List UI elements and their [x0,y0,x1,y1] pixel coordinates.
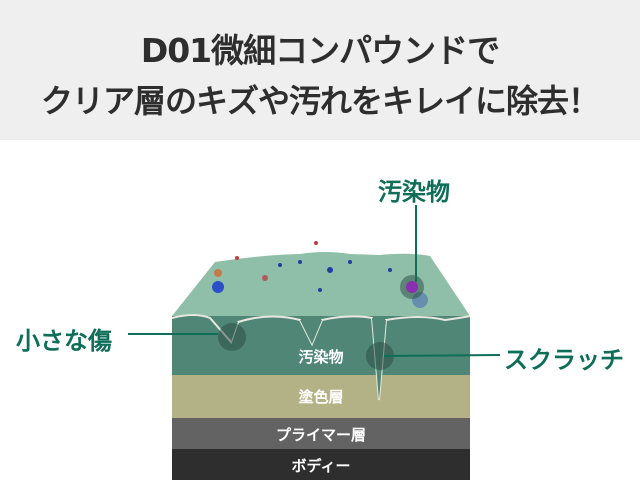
scratch-leader [383,354,501,357]
callout-small-scratch: 小さな傷 [16,327,112,355]
surface-edge [171,314,471,401]
body-layer [172,449,470,480]
primer-layer [172,418,470,449]
callout-scratch: スクラッチ [504,346,624,374]
layer-label-body: ボディー [291,457,351,475]
callout-contaminant: 汚染物 [378,178,450,206]
headline-line-2: クリア層のキズや汚れをキレイに除去！ [40,82,600,120]
scratch-highlight [366,342,394,370]
headline-line-1: D01微細コンパウンドで [140,31,500,70]
header-band: D01微細コンパウンドで クリア層のキズや汚れをキレイに除去！ [0,0,640,140]
contaminant-particle [406,281,418,293]
paint-layer [172,375,470,418]
clear-coat-surface [172,252,470,316]
layer-label-primer: プライマー層 [275,426,366,444]
small-scratch-highlight [218,323,246,351]
layer-label-paint: 塗色層 [298,388,344,406]
layer-label-clear: 汚染物 [298,348,344,366]
